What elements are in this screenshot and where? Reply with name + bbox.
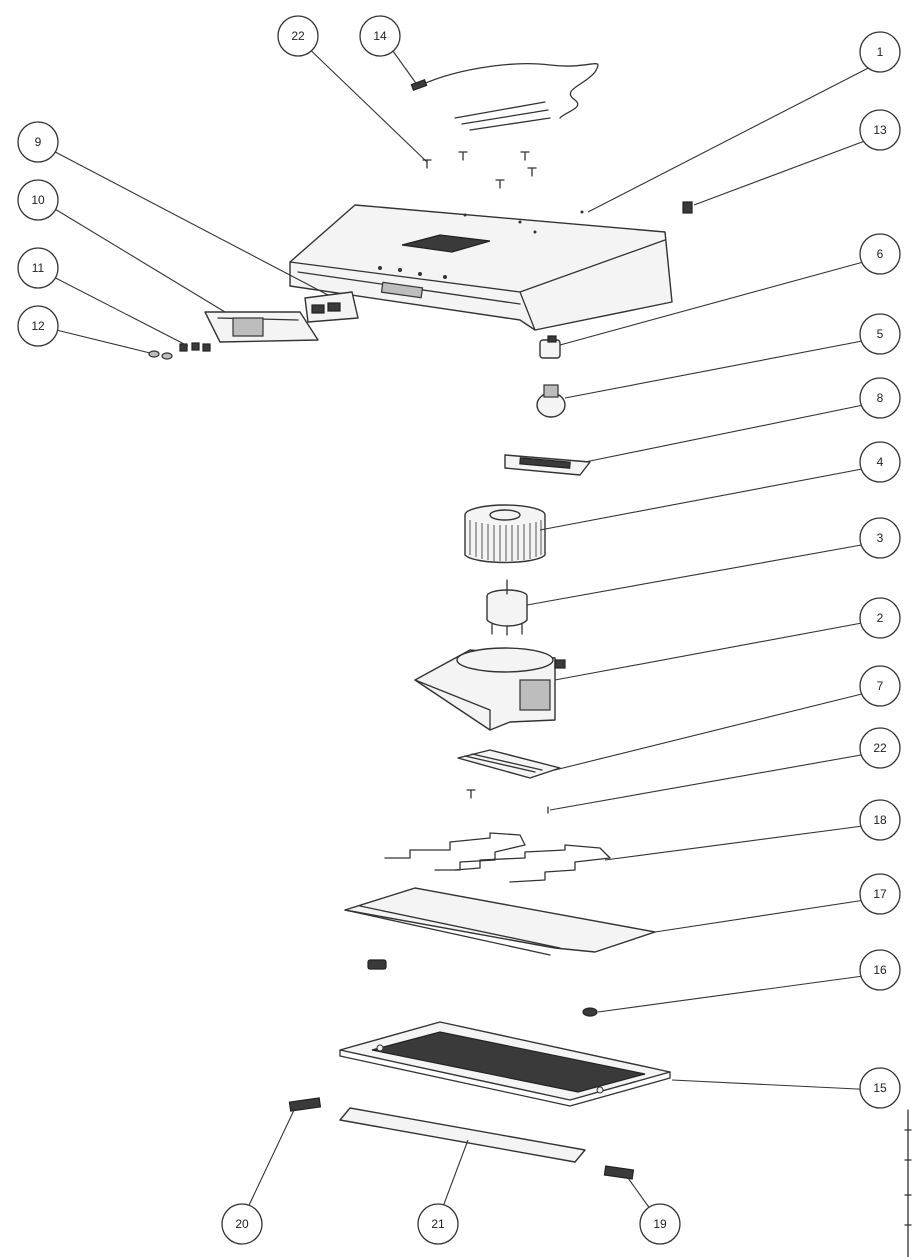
callout-17: 17 [859, 873, 901, 915]
callout-12: 12 [17, 305, 59, 347]
callout-19: 19 [639, 1203, 681, 1245]
svg-text:10: 10 [31, 193, 45, 207]
callout-5: 5 [859, 313, 901, 355]
side-clip-part [367, 959, 387, 970]
svg-text:16: 16 [873, 963, 887, 977]
callout-1: 1 [859, 31, 901, 73]
grommet-part [582, 1007, 598, 1017]
lamp-holder-part [539, 335, 561, 359]
svg-text:22: 22 [291, 29, 305, 43]
switch-bracket-part [304, 291, 359, 323]
svg-text:12: 12 [31, 319, 45, 333]
control-panel-part [204, 311, 319, 343]
hood-body-part [289, 204, 673, 331]
callout-22-lower: 22 [859, 727, 901, 769]
lower-screws-part [466, 789, 549, 814]
filter-plate-part [344, 887, 656, 956]
svg-text:11: 11 [32, 261, 45, 275]
svg-text:13: 13 [873, 123, 887, 137]
callout-6: 6 [859, 233, 901, 275]
svg-text:14: 14 [373, 29, 387, 43]
svg-text:7: 7 [877, 679, 884, 693]
svg-text:18: 18 [873, 813, 887, 827]
svg-text:1: 1 [877, 45, 884, 59]
trim-strip-part [339, 1107, 586, 1163]
fan-housing-part [414, 647, 566, 731]
svg-text:6: 6 [877, 247, 884, 261]
top-screws-part [422, 151, 537, 189]
svg-text:17: 17 [873, 887, 887, 901]
bulb-part [536, 384, 566, 418]
callout-2: 2 [859, 597, 901, 639]
callout-22-top: 22 [277, 15, 319, 57]
callout-18: 18 [859, 799, 901, 841]
terminal-connector-part [457, 749, 561, 779]
frame-ticks [904, 1129, 912, 1226]
svg-text:9: 9 [35, 135, 42, 149]
callout-14: 14 [359, 15, 401, 57]
svg-text:4: 4 [877, 455, 884, 469]
callout-10: 10 [17, 179, 59, 221]
callout-11: 11 [17, 247, 59, 289]
callout-4: 4 [859, 441, 901, 483]
callout-21: 21 [417, 1203, 459, 1245]
motor-part [486, 579, 528, 636]
callout-7: 7 [859, 665, 901, 707]
svg-text:20: 20 [235, 1217, 249, 1231]
filter-brackets-part [384, 832, 611, 883]
svg-text:21: 21 [431, 1217, 445, 1231]
grease-filter-part [339, 1021, 671, 1107]
svg-text:5: 5 [877, 327, 884, 341]
light-panel-part [504, 454, 591, 476]
blower-wheel-part [464, 504, 546, 564]
svg-text:15: 15 [873, 1081, 887, 1095]
callout-9: 9 [17, 121, 59, 163]
right-handle-clip-part [603, 1165, 635, 1180]
callout-15: 15 [859, 1067, 901, 1109]
callout-20: 20 [221, 1203, 263, 1245]
knob-caps-part [148, 350, 173, 360]
svg-text:8: 8 [877, 391, 884, 405]
svg-text:2: 2 [877, 611, 884, 625]
svg-text:22: 22 [873, 741, 887, 755]
svg-text:3: 3 [877, 531, 884, 545]
callout-8: 8 [859, 377, 901, 419]
callout-3: 3 [859, 517, 901, 559]
power-cord-part [410, 62, 599, 131]
left-handle-clip-part [288, 1097, 322, 1112]
clip-part [682, 201, 693, 214]
callout-16: 16 [859, 949, 901, 991]
callout-13: 13 [859, 109, 901, 151]
svg-text:19: 19 [653, 1217, 667, 1231]
